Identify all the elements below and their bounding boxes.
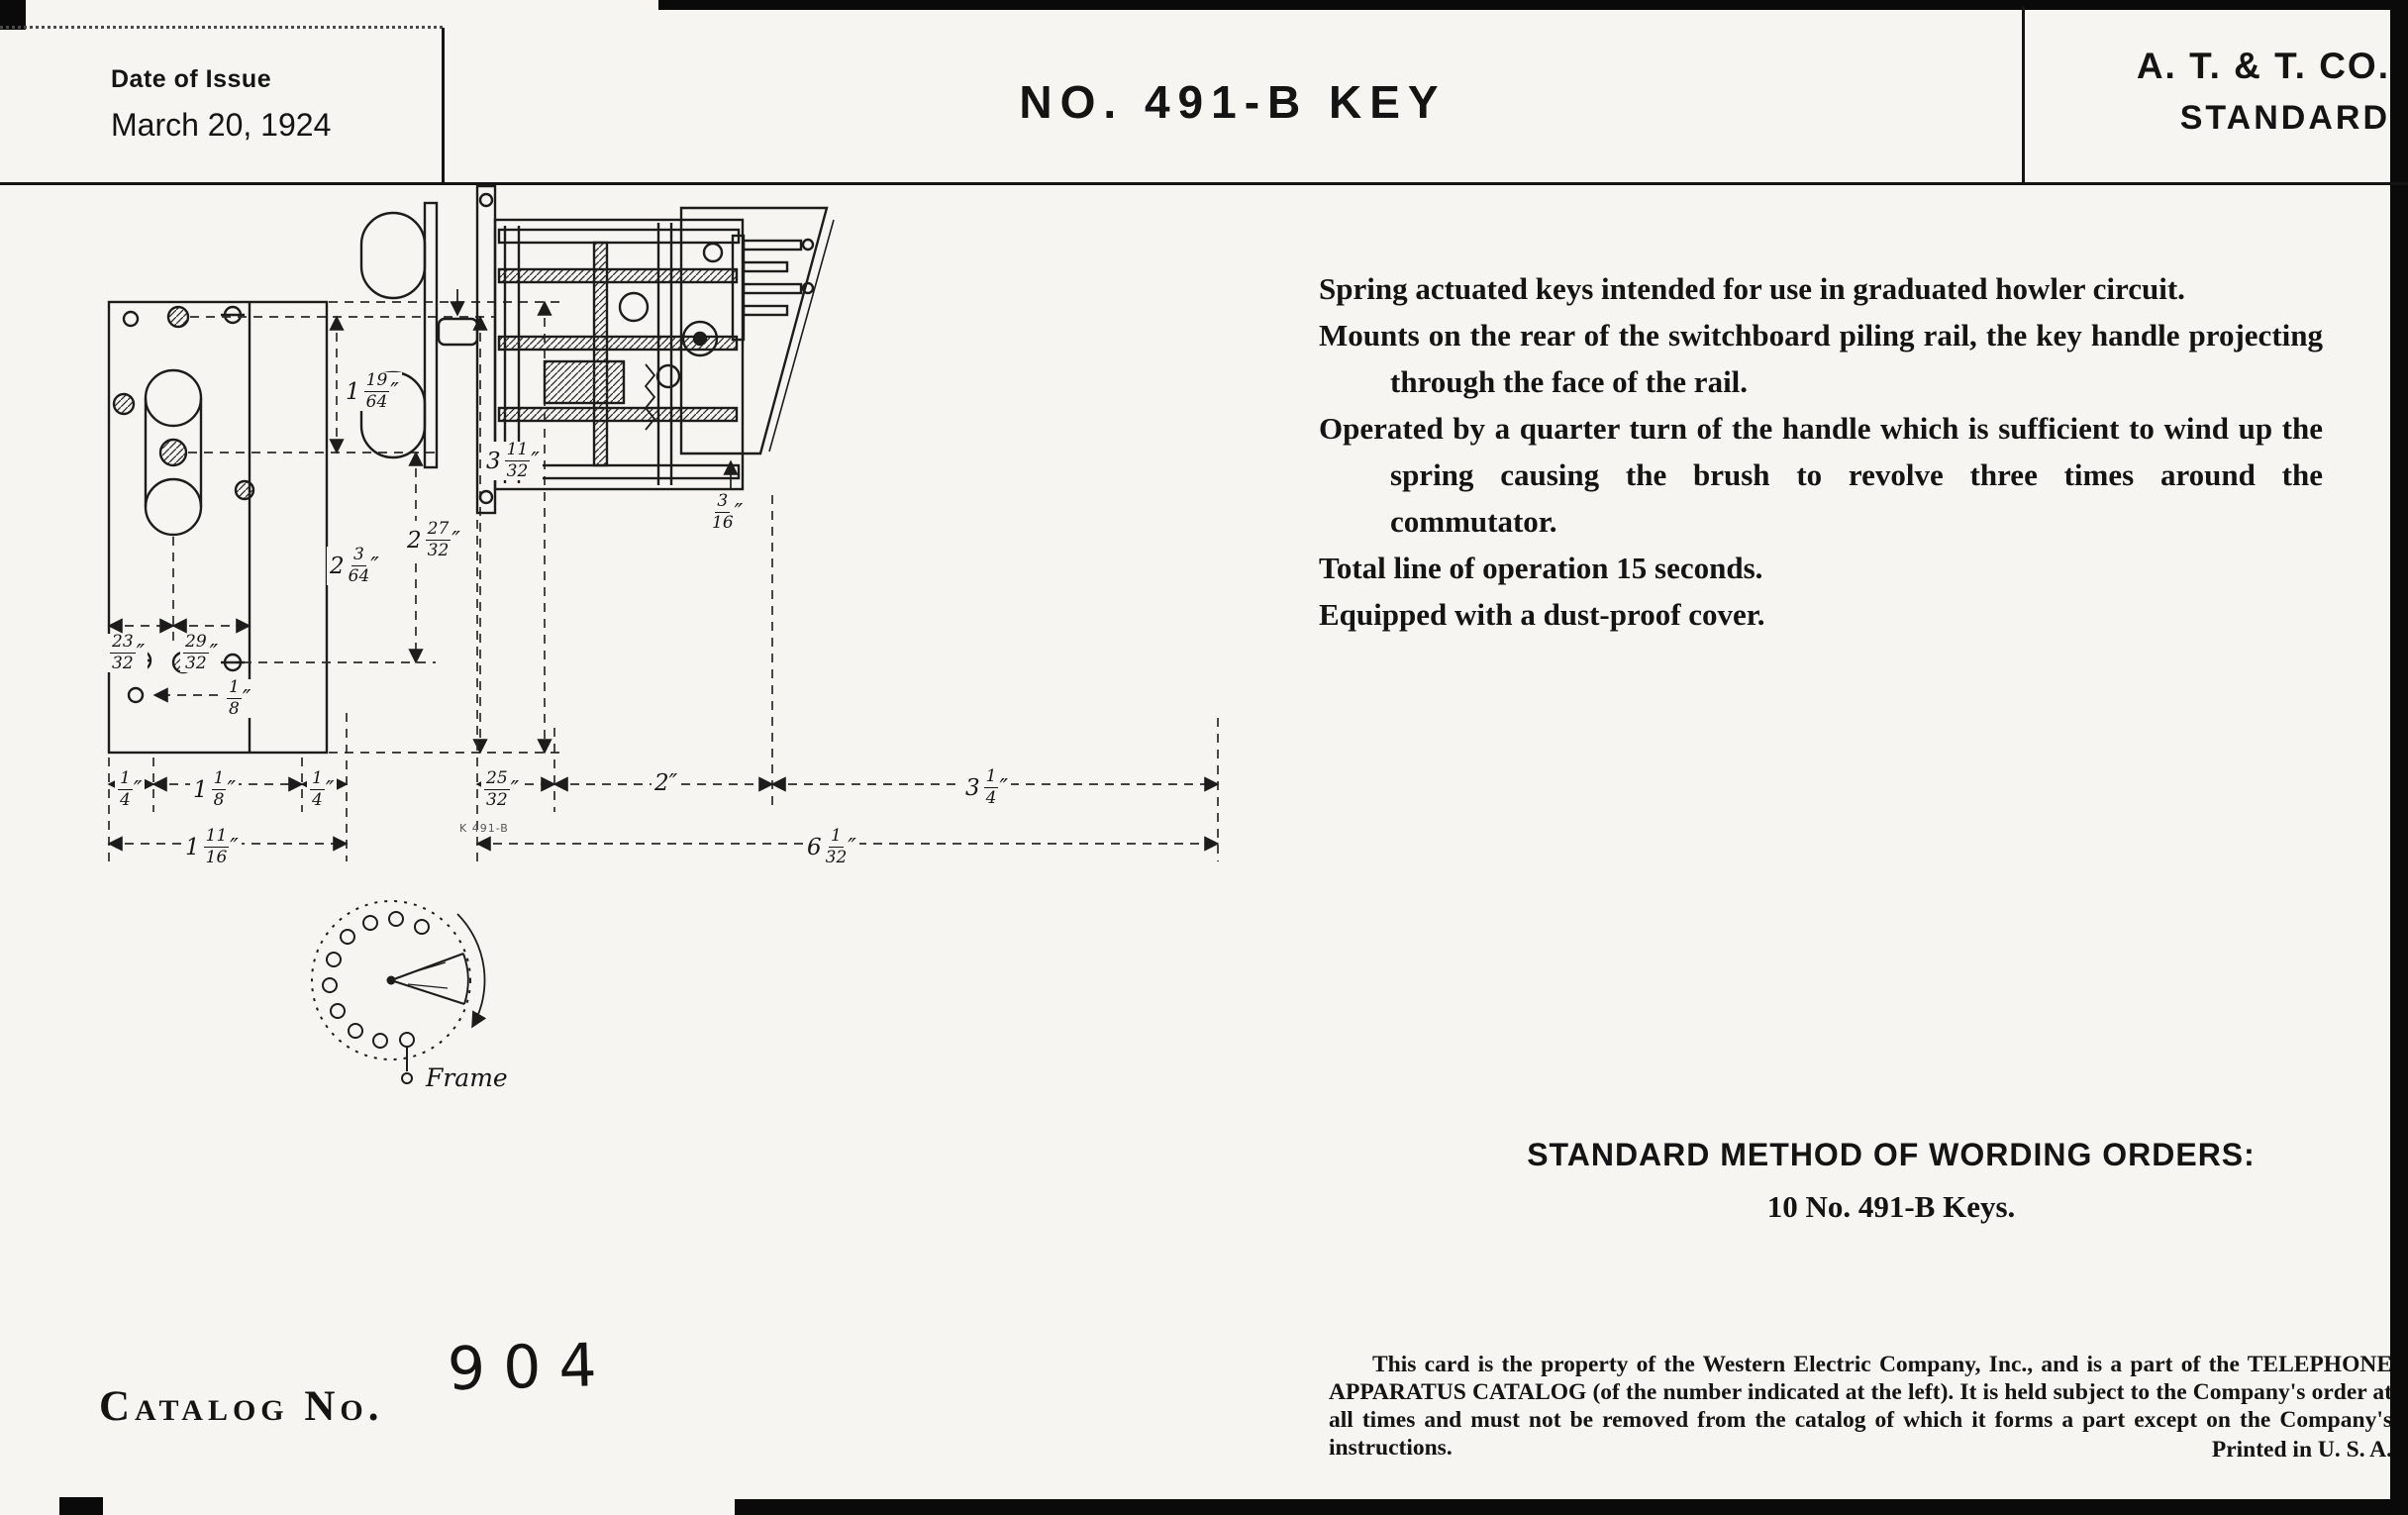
- frame-label: Frame: [426, 1063, 508, 1092]
- date-of-issue-value: March 20, 1924: [111, 107, 332, 143]
- catalog-number-label: Catalog No.: [99, 1383, 384, 1430]
- dim-side-segment-2: 2″: [652, 770, 681, 796]
- document-title: NO. 491-B KEY: [1019, 76, 1447, 128]
- drawing-reference-number: K 491-B: [459, 822, 509, 835]
- description-line: Total line of operation 15 seconds.: [1319, 551, 1763, 585]
- printed-in-usa: Printed in U. S. A.: [2211, 1437, 2392, 1463]
- scan-artifact: [658, 0, 2408, 10]
- commutator-diagram: [311, 900, 487, 1084]
- date-of-issue-label: Date of Issue: [111, 65, 272, 93]
- legal-notice: This card is the property of the Western…: [1329, 1351, 2392, 1463]
- scan-artifact: [2390, 0, 2408, 1515]
- date-box-divider: [442, 28, 445, 182]
- description-line: Spring actuated keys intended for use in…: [1319, 271, 2185, 306]
- ordering-example: 10 No. 491-B Keys.: [1766, 1189, 2016, 1224]
- ordering-heading: STANDARD METHOD OF WORDING ORDERS:: [1527, 1137, 2256, 1172]
- drawing-svg: [107, 184, 1220, 1084]
- scan-artifact: [0, 26, 443, 29]
- description-line: Mounts on the rear of the switchboard pi…: [1319, 318, 2323, 399]
- description-block: Spring actuated keys intended for use in…: [1319, 265, 2323, 638]
- ordering-block: STANDARD METHOD OF WORDING ORDERS: 10 No…: [1426, 1137, 2357, 1225]
- org-box-divider: [2022, 6, 2025, 182]
- company-name: A. T. & T. CO.: [2136, 46, 2390, 86]
- catalog-number-value: 904: [447, 1330, 616, 1405]
- description-line: Equipped with a dust-proof cover.: [1319, 597, 1765, 632]
- scan-artifact: [59, 1497, 103, 1515]
- front-view-drawing: [107, 300, 329, 755]
- scan-artifact: [0, 0, 26, 30]
- side-view-dimensions: [475, 495, 1220, 861]
- description-line: Operated by a quarter turn of the handle…: [1319, 411, 2323, 539]
- standard-label: STANDARD: [2179, 99, 2390, 137]
- header-rule: [0, 182, 2408, 185]
- side-view-drawing: [359, 184, 835, 515]
- scan-artifact: [735, 1499, 2408, 1515]
- legal-text: This card is the property of the Western…: [1329, 1352, 2392, 1461]
